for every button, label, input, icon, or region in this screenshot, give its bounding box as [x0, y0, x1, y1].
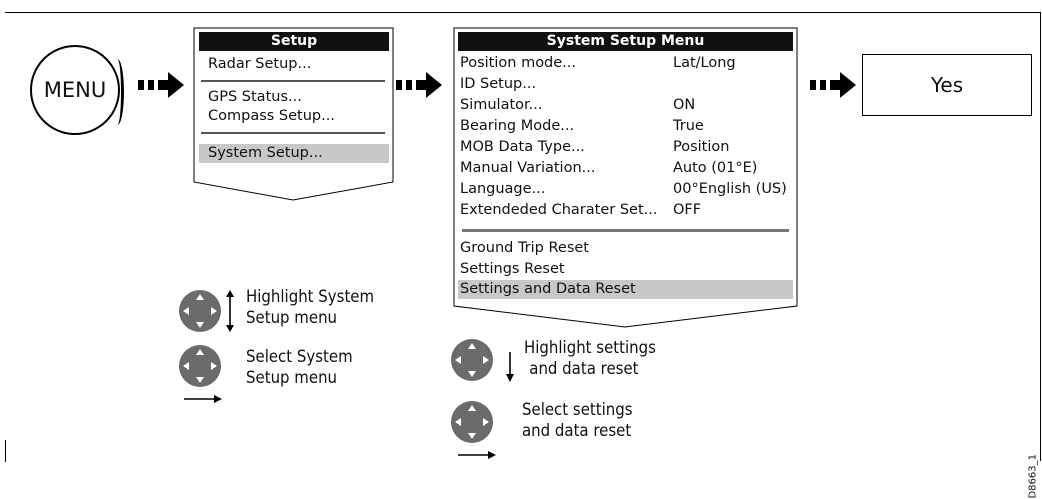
settings-row-label: Manual Variation... [460, 160, 596, 176]
menu-button-label: MENU [43, 78, 107, 102]
menu-item-system-setup[interactable]: System Setup... [199, 144, 389, 163]
settings-row-label: MOB Data Type... [460, 139, 585, 155]
rotary-pad-icon [179, 290, 234, 332]
arrow-icon [396, 72, 442, 98]
settings-row[interactable]: Bearing Mode... True [458, 116, 793, 137]
menu-item-radar-setup[interactable]: Radar Setup... [208, 56, 312, 72]
settings-row[interactable]: Language... 00°English (US) [458, 179, 793, 200]
settings-row-label: ID Setup... [460, 76, 537, 92]
menu-divider [201, 80, 385, 82]
settings-row[interactable]: Simulator... ON [458, 95, 793, 116]
settings-row-value: Position [673, 139, 730, 155]
settings-row-label: Position mode... [460, 55, 577, 71]
menu-item-settings-and-data-reset[interactable]: Settings and Data Reset [458, 280, 793, 299]
settings-row-value: ON [673, 97, 696, 113]
figure-code: D8663_1 [1028, 454, 1039, 499]
menu-item-settings-reset[interactable]: Settings Reset [460, 261, 565, 277]
menu-item-compass-setup[interactable]: Compass Setup... [208, 108, 335, 124]
settings-row-label: Language... [460, 181, 546, 197]
rotary-pad-icon [451, 339, 514, 382]
instruction-text: and data reset [522, 421, 632, 441]
diagram-frame [5, 12, 1041, 461]
arrow-icon [138, 72, 184, 98]
menu-item-gps-status[interactable]: GPS Status... [208, 89, 302, 105]
menu-item-ground-trip-reset[interactable]: Ground Trip Reset [460, 240, 589, 256]
settings-row-label: Extendeded Charater Set... [460, 202, 658, 218]
instruction-highlight-data-reset: Highlight settings and data reset [524, 338, 656, 380]
settings-row[interactable]: Extendeded Charater Set... OFF [458, 200, 793, 221]
instruction-text: and data reset [529, 359, 639, 379]
setup-menu: Setup Radar Setup... GPS Status... Compa… [199, 32, 389, 163]
rotary-pad-icon [451, 401, 496, 459]
settings-row-label: Bearing Mode... [460, 118, 575, 134]
frame-edge [5, 440, 6, 462]
rotary-pad-icon [179, 345, 222, 403]
menu-divider [462, 229, 789, 232]
settings-row-value: True [673, 118, 704, 134]
instruction-text: Select settings [522, 400, 633, 420]
arrow-icon [810, 72, 856, 98]
instruction-text: Setup menu [246, 368, 338, 388]
settings-row-value: OFF [673, 202, 702, 218]
yes-button-label: Yes [930, 73, 964, 97]
settings-row-label: Simulator... [460, 97, 543, 113]
settings-row[interactable]: Manual Variation... Auto (01°E) [458, 158, 793, 179]
system-setup-menu: System Setup Menu Position mode... Lat/Lo… [458, 32, 793, 299]
settings-row[interactable]: ID Setup... [458, 74, 793, 95]
settings-row-value: Auto (01°E) [673, 160, 758, 176]
instruction-text: Highlight settings [524, 338, 656, 358]
instruction-text: Highlight System [246, 287, 375, 307]
menu-divider [201, 132, 385, 134]
settings-row[interactable]: MOB Data Type... Position [458, 137, 793, 158]
instruction-highlight-system-setup: Highlight System Setup menu [246, 287, 374, 329]
instruction-text: Setup menu [246, 308, 338, 328]
instruction-select-system-setup: Select System Setup menu [246, 347, 353, 389]
settings-row[interactable]: Position mode... Lat/Long [458, 53, 793, 74]
instruction-select-data-reset: Select settings and data reset [522, 400, 633, 442]
settings-row-value: Lat/Long [673, 55, 736, 71]
instruction-text: Select System [246, 347, 353, 367]
setup-menu-title: Setup [199, 32, 389, 51]
yes-button[interactable]: Yes [862, 54, 1032, 116]
menu-button[interactable]: MENU [30, 45, 124, 135]
settings-row-value: 00°English (US) [673, 181, 787, 197]
system-setup-menu-title: System Setup Menu [458, 32, 793, 51]
